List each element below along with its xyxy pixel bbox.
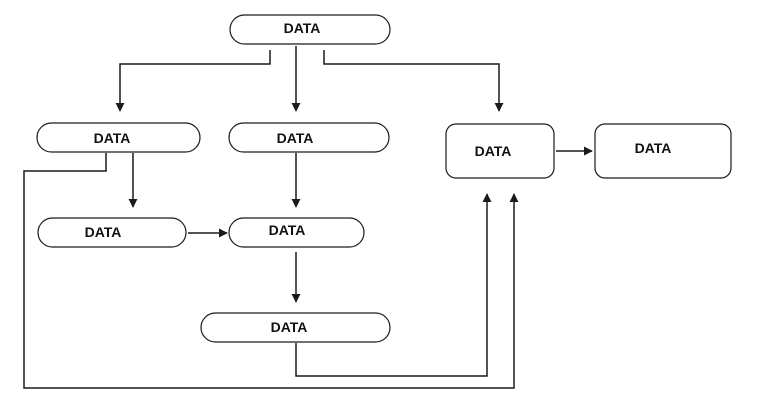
node-left-mid[interactable]: DATA: [36, 122, 201, 153]
node-left-low[interactable]: DATA: [37, 217, 187, 248]
node-far-right-label: DATA: [635, 140, 672, 156]
edge-top-to-right-mid: [323, 50, 504, 112]
node-top[interactable]: DATA: [229, 14, 391, 45]
node-right-mid[interactable]: DATA: [445, 123, 555, 179]
node-bottom-shape: [200, 312, 391, 343]
node-top-label: DATA: [284, 20, 321, 36]
node-bottom[interactable]: DATA: [200, 312, 391, 343]
edges: [23, 46, 593, 389]
node-far-right[interactable]: DATA: [594, 123, 732, 179]
node-bottom-label: DATA: [271, 319, 308, 335]
node-left-low-label: DATA: [85, 224, 122, 240]
node-right-mid-shape: [445, 123, 555, 179]
node-center-low-label: DATA: [269, 222, 306, 238]
node-right-mid-label: DATA: [475, 143, 512, 159]
node-center-low-shape: [228, 217, 365, 248]
edge-left-mid-to-right-mid: [23, 153, 519, 389]
node-center-low[interactable]: DATA: [228, 217, 365, 248]
node-left-mid-label: DATA: [94, 130, 131, 146]
edge-top-to-left-mid: [115, 50, 271, 112]
node-left-mid-shape: [36, 122, 201, 153]
node-center-mid-shape: [228, 122, 390, 153]
edge-bottom-to-right-mid: [295, 193, 492, 377]
node-center-mid[interactable]: DATA: [228, 122, 390, 153]
node-center-mid-label: DATA: [277, 130, 314, 146]
node-left-low-shape: [37, 217, 187, 248]
node-top-shape: [229, 14, 391, 45]
node-far-right-shape: [594, 123, 732, 179]
